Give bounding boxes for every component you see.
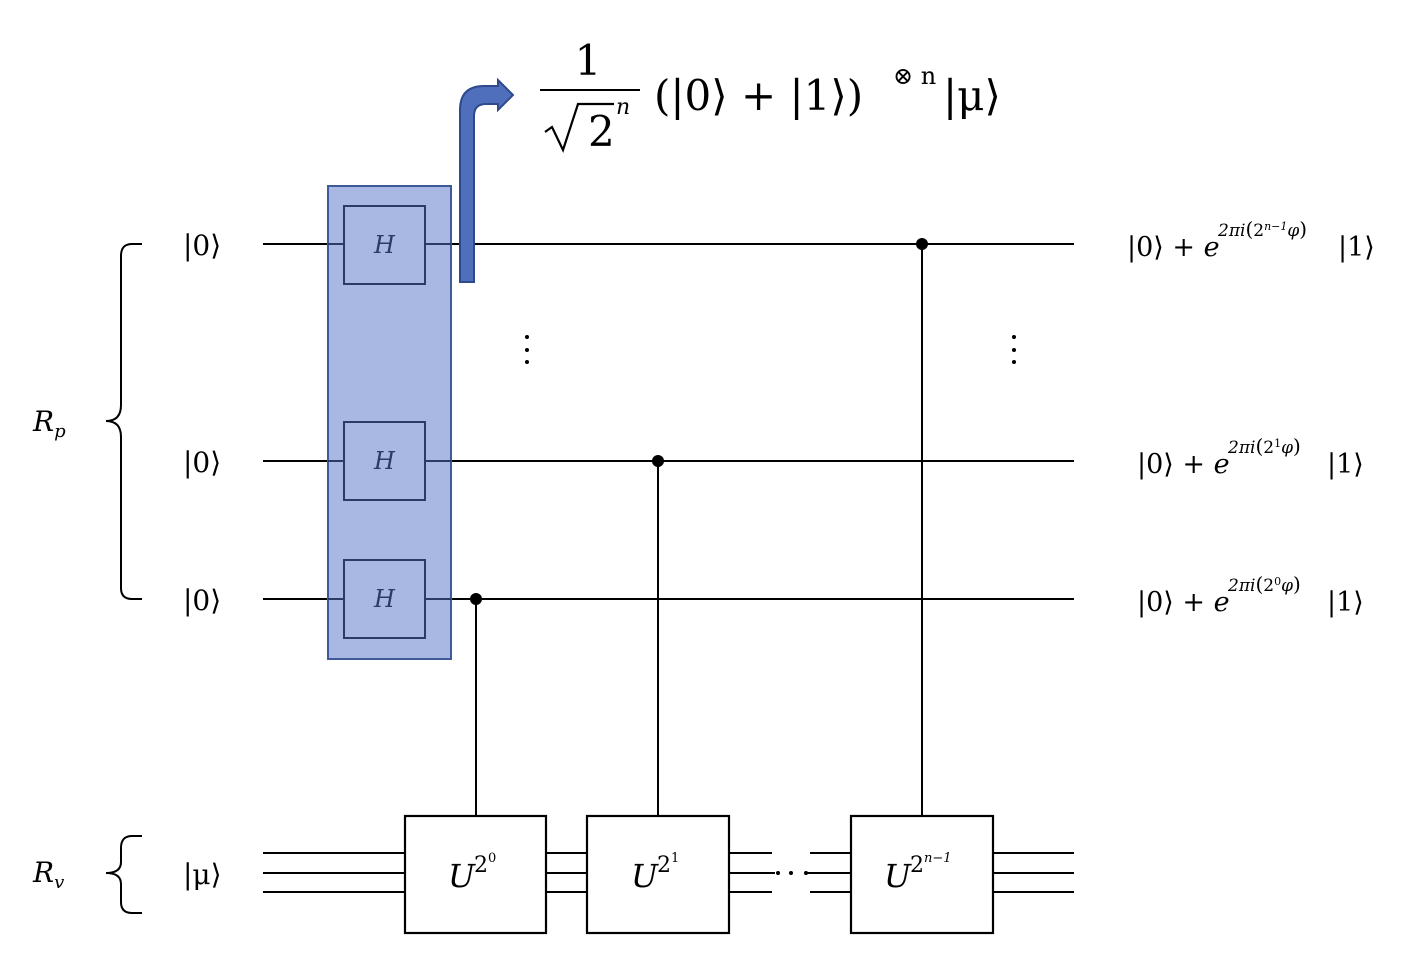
sqrt-icon bbox=[544, 102, 614, 153]
formula-body: (|0⟩ + |1⟩) bbox=[654, 71, 863, 120]
formula-numerator: 1 bbox=[575, 36, 602, 85]
output-state-mid: |0⟩ + e 2πi(21φ) |1⟩ bbox=[1137, 434, 1364, 480]
unitary-exp-power: 1 bbox=[671, 851, 679, 866]
register-label-precision: Rp bbox=[32, 405, 66, 442]
unitary-gate-2-0: U 2 0 bbox=[403, 814, 548, 935]
svg-text:|0⟩ + e: |0⟩ + e bbox=[1137, 587, 1230, 618]
input-state-top: |0⟩ bbox=[183, 229, 221, 262]
wire-bundle-eigenstate bbox=[263, 852, 1074, 893]
hadamard-gate-bottom: H bbox=[343, 559, 426, 639]
control-dot-2-0 bbox=[470, 593, 482, 605]
hadamard-label: H bbox=[373, 447, 396, 475]
svg-text:|1⟩: |1⟩ bbox=[1327, 449, 1364, 480]
output-state-top: |0⟩ + e 2πi(2n−1φ) |1⟩ bbox=[1127, 217, 1375, 263]
formula-sqrt-arg: 2 bbox=[588, 107, 615, 156]
unitary-exp-power: 0 bbox=[488, 851, 496, 866]
brace-value-register bbox=[105, 835, 142, 914]
register-label-value: Rv bbox=[32, 856, 64, 893]
hadamard-gate-top: H bbox=[343, 205, 426, 285]
superposition-formula: 1 2 n (|0⟩ + |1⟩) ⊗ n |μ⟩ bbox=[540, 36, 1001, 156]
input-state-mid: |0⟩ bbox=[183, 446, 221, 479]
control-dot-2-n-1 bbox=[916, 238, 928, 250]
hadamard-label: H bbox=[373, 231, 396, 259]
svg-text:2πi(20φ): 2πi(20φ) bbox=[1227, 572, 1301, 596]
unitary-base: U bbox=[884, 857, 912, 895]
svg-text:|0⟩ + e: |0⟩ + e bbox=[1127, 232, 1220, 263]
unitary-exp-base: 2 bbox=[910, 853, 924, 878]
svg-text:|1⟩: |1⟩ bbox=[1327, 587, 1364, 618]
control-dot-2-1 bbox=[652, 455, 664, 467]
formula-denom-power: n bbox=[616, 95, 630, 120]
output-state-bottom: |0⟩ + e 2πi(20φ) |1⟩ bbox=[1137, 572, 1364, 618]
unitary-gate-2-1: U 2 1 bbox=[585, 814, 731, 935]
formula-tail: |μ⟩ bbox=[943, 71, 1001, 120]
svg-text:|0⟩ + e: |0⟩ + e bbox=[1137, 449, 1230, 480]
unitary-base: U bbox=[631, 857, 659, 895]
brace-precision-register bbox=[105, 243, 142, 600]
hadamard-gate-mid: H bbox=[343, 421, 426, 501]
input-state-eigenstate: |μ⟩ bbox=[183, 858, 222, 891]
unitary-base: U bbox=[448, 857, 476, 895]
svg-text:2πi(21φ): 2πi(21φ) bbox=[1227, 434, 1301, 458]
unitary-gate-2-n-1: U 2 n−1 bbox=[849, 814, 995, 935]
formula-tensor-power: ⊗ n bbox=[893, 62, 936, 90]
bent-arrow-icon bbox=[459, 77, 515, 283]
svg-text:2πi(2n−1φ): 2πi(2n−1φ) bbox=[1217, 217, 1307, 241]
vertical-ellipsis-left bbox=[525, 335, 529, 364]
svg-text:|1⟩: |1⟩ bbox=[1338, 232, 1375, 263]
input-state-bottom: |0⟩ bbox=[183, 584, 221, 617]
unitary-exp-power: n−1 bbox=[924, 851, 952, 866]
vertical-ellipsis-right bbox=[1012, 335, 1016, 364]
unitary-exp-base: 2 bbox=[474, 853, 488, 878]
hadamard-label: H bbox=[373, 585, 396, 613]
unitary-exp-base: 2 bbox=[657, 853, 671, 878]
horizontal-ellipsis bbox=[776, 871, 808, 875]
